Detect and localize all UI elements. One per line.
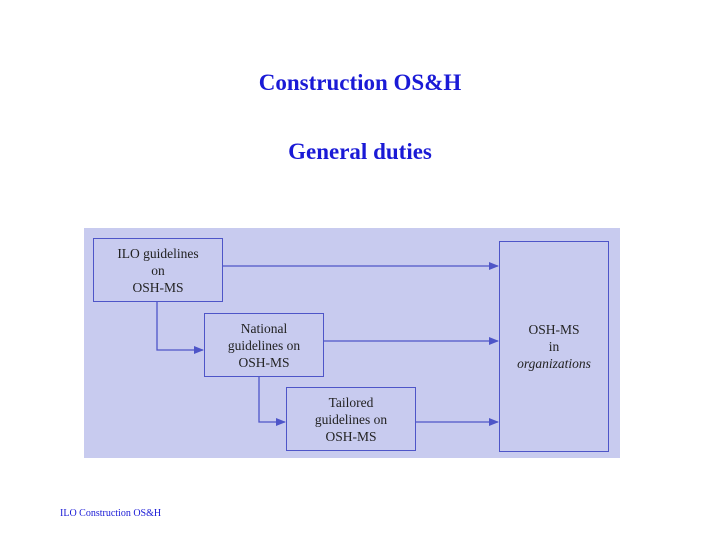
box-line: OSH-MS xyxy=(528,322,580,337)
edge-national-to-tailored xyxy=(258,377,286,426)
box-line: OSH-MS xyxy=(132,279,184,295)
ilo-guidelines-box: ILO guidelines on OSH-MS xyxy=(93,238,223,302)
slide-title: Construction OS&H xyxy=(258,70,462,95)
diagram-arrows xyxy=(156,262,499,426)
slide-subtitle: General duties xyxy=(288,139,432,164)
diagram-panel: ILO guidelines on OSH-MS National guidel… xyxy=(84,228,620,458)
box-line: ILO guidelines xyxy=(117,245,199,261)
box-line: guidelines on xyxy=(227,337,301,353)
slide-footer: ILO Construction OS&H xyxy=(60,508,162,519)
box-line: guidelines on xyxy=(314,411,388,427)
edge-ilo-to-national xyxy=(156,302,204,354)
osh-ms-organizations-box: OSH-MS in organizations xyxy=(499,241,609,452)
national-guidelines-box: National guidelines on OSH-MS xyxy=(204,313,324,377)
tailored-guidelines-box: Tailored guidelines on OSH-MS xyxy=(286,387,416,451)
box-line: OSH-MS xyxy=(325,428,377,444)
box-line: Tailored xyxy=(328,394,374,410)
box-line: OSH-MS xyxy=(238,354,290,370)
box-line: in xyxy=(548,339,560,354)
box-line: on xyxy=(151,262,165,278)
box-line: National xyxy=(240,320,288,336)
box-line: organizations xyxy=(517,356,591,371)
